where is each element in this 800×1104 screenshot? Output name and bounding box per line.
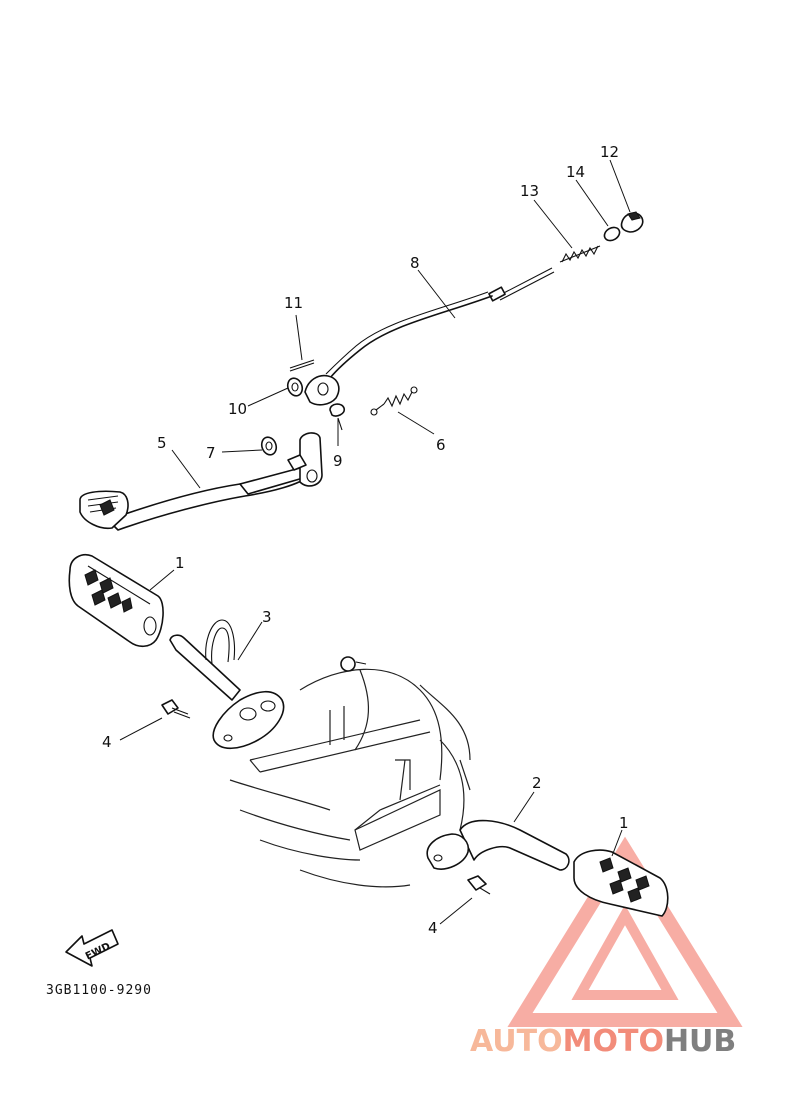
- part-4-bolt-upper: [161, 699, 191, 719]
- callout-2: 2: [532, 774, 542, 792]
- callout-3: 3: [262, 608, 272, 626]
- frame-cap: [340, 656, 367, 672]
- callout-14: 14: [566, 163, 585, 181]
- callout-5: 5: [157, 434, 167, 452]
- part-1-footrest-rubber-left: [68, 554, 164, 648]
- part-4-bolt-lower: [467, 875, 491, 895]
- callout-6: 6: [436, 436, 446, 454]
- part-8-brake-rod: [325, 267, 555, 379]
- part-1-footrest-rubber-right: [573, 849, 669, 917]
- callout-13: 13: [520, 182, 539, 200]
- part-5-brake-pedal: [79, 432, 323, 531]
- fwd-arrow: FWD: [65, 929, 119, 967]
- watermark-auto: AUTO: [470, 1024, 563, 1059]
- diagram-code: 3GB1100-9290: [46, 983, 152, 998]
- callout-12: 12: [600, 143, 619, 161]
- watermark-hub: HUB: [663, 1024, 737, 1059]
- leader-lines: [119, 159, 631, 925]
- callout-4-upper: 4: [102, 733, 112, 751]
- part-6-spring: [370, 386, 418, 416]
- callout-7: 7: [206, 444, 216, 462]
- watermark-logo: AUTOMOTOHUB: [470, 1024, 736, 1059]
- callout-11: 11: [284, 294, 303, 312]
- callout-1-right: 1: [619, 814, 629, 832]
- part-9-pin: [329, 403, 346, 431]
- part-11-cotter-pin: [289, 359, 315, 372]
- callout-9: 9: [333, 452, 343, 470]
- callout-4-lower: 4: [428, 919, 438, 937]
- part-13-spring: [559, 245, 601, 263]
- watermark-triangle: [507, 836, 743, 1027]
- part-10-washer: [286, 377, 304, 397]
- part-12-cap: [620, 211, 644, 233]
- part-3-footrest-bracket-left: [169, 619, 285, 750]
- part-2-footrest-bracket-right: [426, 819, 570, 871]
- rod-clevis: [304, 374, 340, 406]
- frame-outline: [229, 668, 471, 888]
- watermark-moto: MOTO: [562, 1024, 664, 1059]
- callout-1-left: 1: [175, 554, 185, 572]
- callout-8: 8: [410, 254, 420, 272]
- callout-10: 10: [228, 400, 247, 418]
- part-7-washer: [260, 436, 278, 456]
- part-14-nut: [603, 226, 621, 242]
